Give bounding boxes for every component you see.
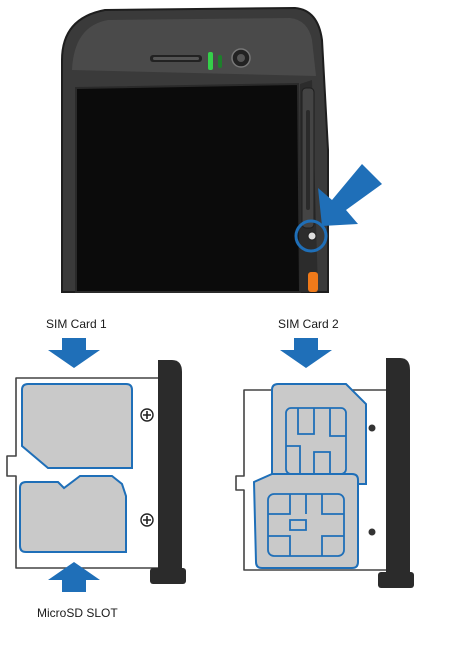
sim2-chip bbox=[285, 407, 347, 475]
tray-bar bbox=[158, 360, 182, 580]
device-screen bbox=[75, 82, 302, 293]
arrow-down-icon bbox=[280, 338, 332, 368]
tray-pin-dot bbox=[368, 528, 376, 536]
device-illustration bbox=[61, 6, 382, 293]
sim1-card bbox=[21, 383, 133, 469]
sim-tray-right bbox=[235, 338, 414, 588]
arrow-down-icon bbox=[48, 338, 100, 368]
arrow-up-icon bbox=[48, 562, 100, 592]
hole-highlight-circle bbox=[294, 219, 328, 253]
microsd-card bbox=[19, 475, 127, 553]
plus-circle-icon bbox=[140, 408, 154, 422]
side-button-orange bbox=[308, 272, 318, 292]
sim-front-chip bbox=[267, 493, 345, 557]
microsd-slot-label: MicroSD SLOT bbox=[37, 606, 118, 620]
status-led bbox=[208, 52, 213, 70]
plus-circle-icon bbox=[140, 513, 154, 527]
sim-card-2-label: SIM Card 2 bbox=[278, 317, 339, 331]
sim-tray-left bbox=[6, 338, 186, 592]
sim-card-1-label: SIM Card 1 bbox=[46, 317, 107, 331]
arrow-diagonal-icon bbox=[318, 164, 382, 226]
tray-pin-dot bbox=[368, 424, 376, 432]
tray-bar bbox=[386, 358, 410, 586]
